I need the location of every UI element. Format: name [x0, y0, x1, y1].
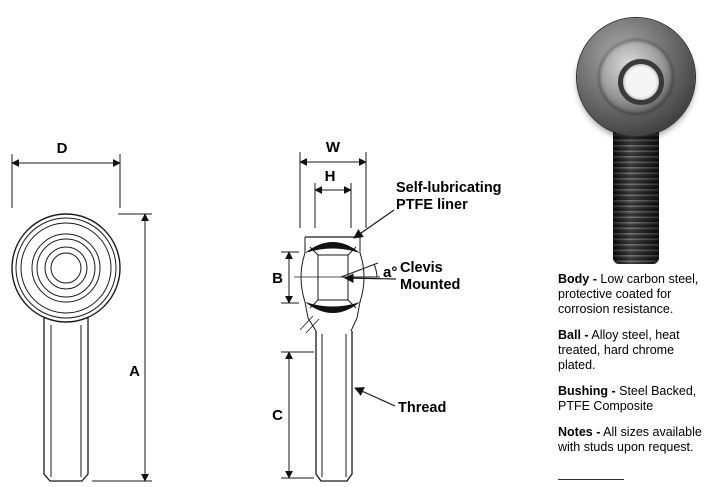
dim-label-c: C [272, 407, 283, 424]
product-photo [563, 6, 713, 268]
photo-ball [599, 40, 673, 114]
spec-ball-text: Alloy steel, heat treated, hard chrome p… [558, 328, 680, 372]
spec-body-text: Low carbon steel, protective coated for … [558, 272, 699, 316]
thread-leader [354, 387, 396, 407]
dim-label-d: D [57, 140, 68, 157]
thread-callout: Thread [398, 400, 446, 416]
ptfe-liner-bottom [305, 302, 360, 313]
front-view [11, 213, 121, 482]
dimension-h [314, 183, 352, 228]
clevis-leader [344, 273, 397, 283]
spec-notes-term: Notes - [558, 425, 601, 439]
spec-bushing-text: Steel Backed, PTFE Composite [558, 384, 697, 413]
dimension-b [281, 251, 299, 304]
dimension-w [299, 152, 367, 228]
liner-leader [353, 209, 395, 239]
photo-threaded-stud [613, 126, 659, 264]
spec-body-term: Body - [558, 272, 597, 286]
spec-body: Body - Low carbon steel, protective coat… [558, 272, 712, 317]
spec-notes: Notes - All sizes available with studs u… [558, 425, 712, 455]
photo-rod-end-head [577, 18, 695, 136]
dimension-c [281, 351, 314, 479]
dim-label-b: B [272, 270, 283, 287]
spec-text: Body - Low carbon steel, protective coat… [558, 272, 712, 466]
side-view [294, 236, 372, 482]
spec-ball-term: Ball - [558, 328, 589, 342]
dim-label-a: A [129, 363, 140, 380]
dim-label-angle: a° [383, 264, 397, 281]
dimension-d [11, 154, 121, 208]
spec-ball: Ball - Alloy steel, heat treated, hard c… [558, 328, 712, 373]
divider [558, 479, 624, 480]
spec-bushing-term: Bushing - [558, 384, 616, 398]
spec-notes-text: All sizes available with studs upon requ… [558, 425, 702, 454]
dim-label-w: W [326, 139, 341, 156]
dimension-a [92, 213, 152, 482]
leader-lines [344, 209, 397, 407]
liner-callout-line2: PTFE liner [396, 197, 468, 213]
clevis-callout-line1: Clevis [400, 260, 443, 276]
dim-label-h: H [325, 168, 336, 185]
angle-annotation [340, 262, 380, 278]
liner-callout-line1: Self-lubricating [396, 180, 502, 196]
spec-bushing: Bushing - Steel Backed, PTFE Composite [558, 384, 712, 414]
clevis-callout-line2: Mounted [400, 277, 460, 293]
dimensional-drawing: D A [11, 139, 502, 482]
ptfe-liner-top [305, 242, 360, 253]
photo-bore-hole [618, 59, 664, 105]
